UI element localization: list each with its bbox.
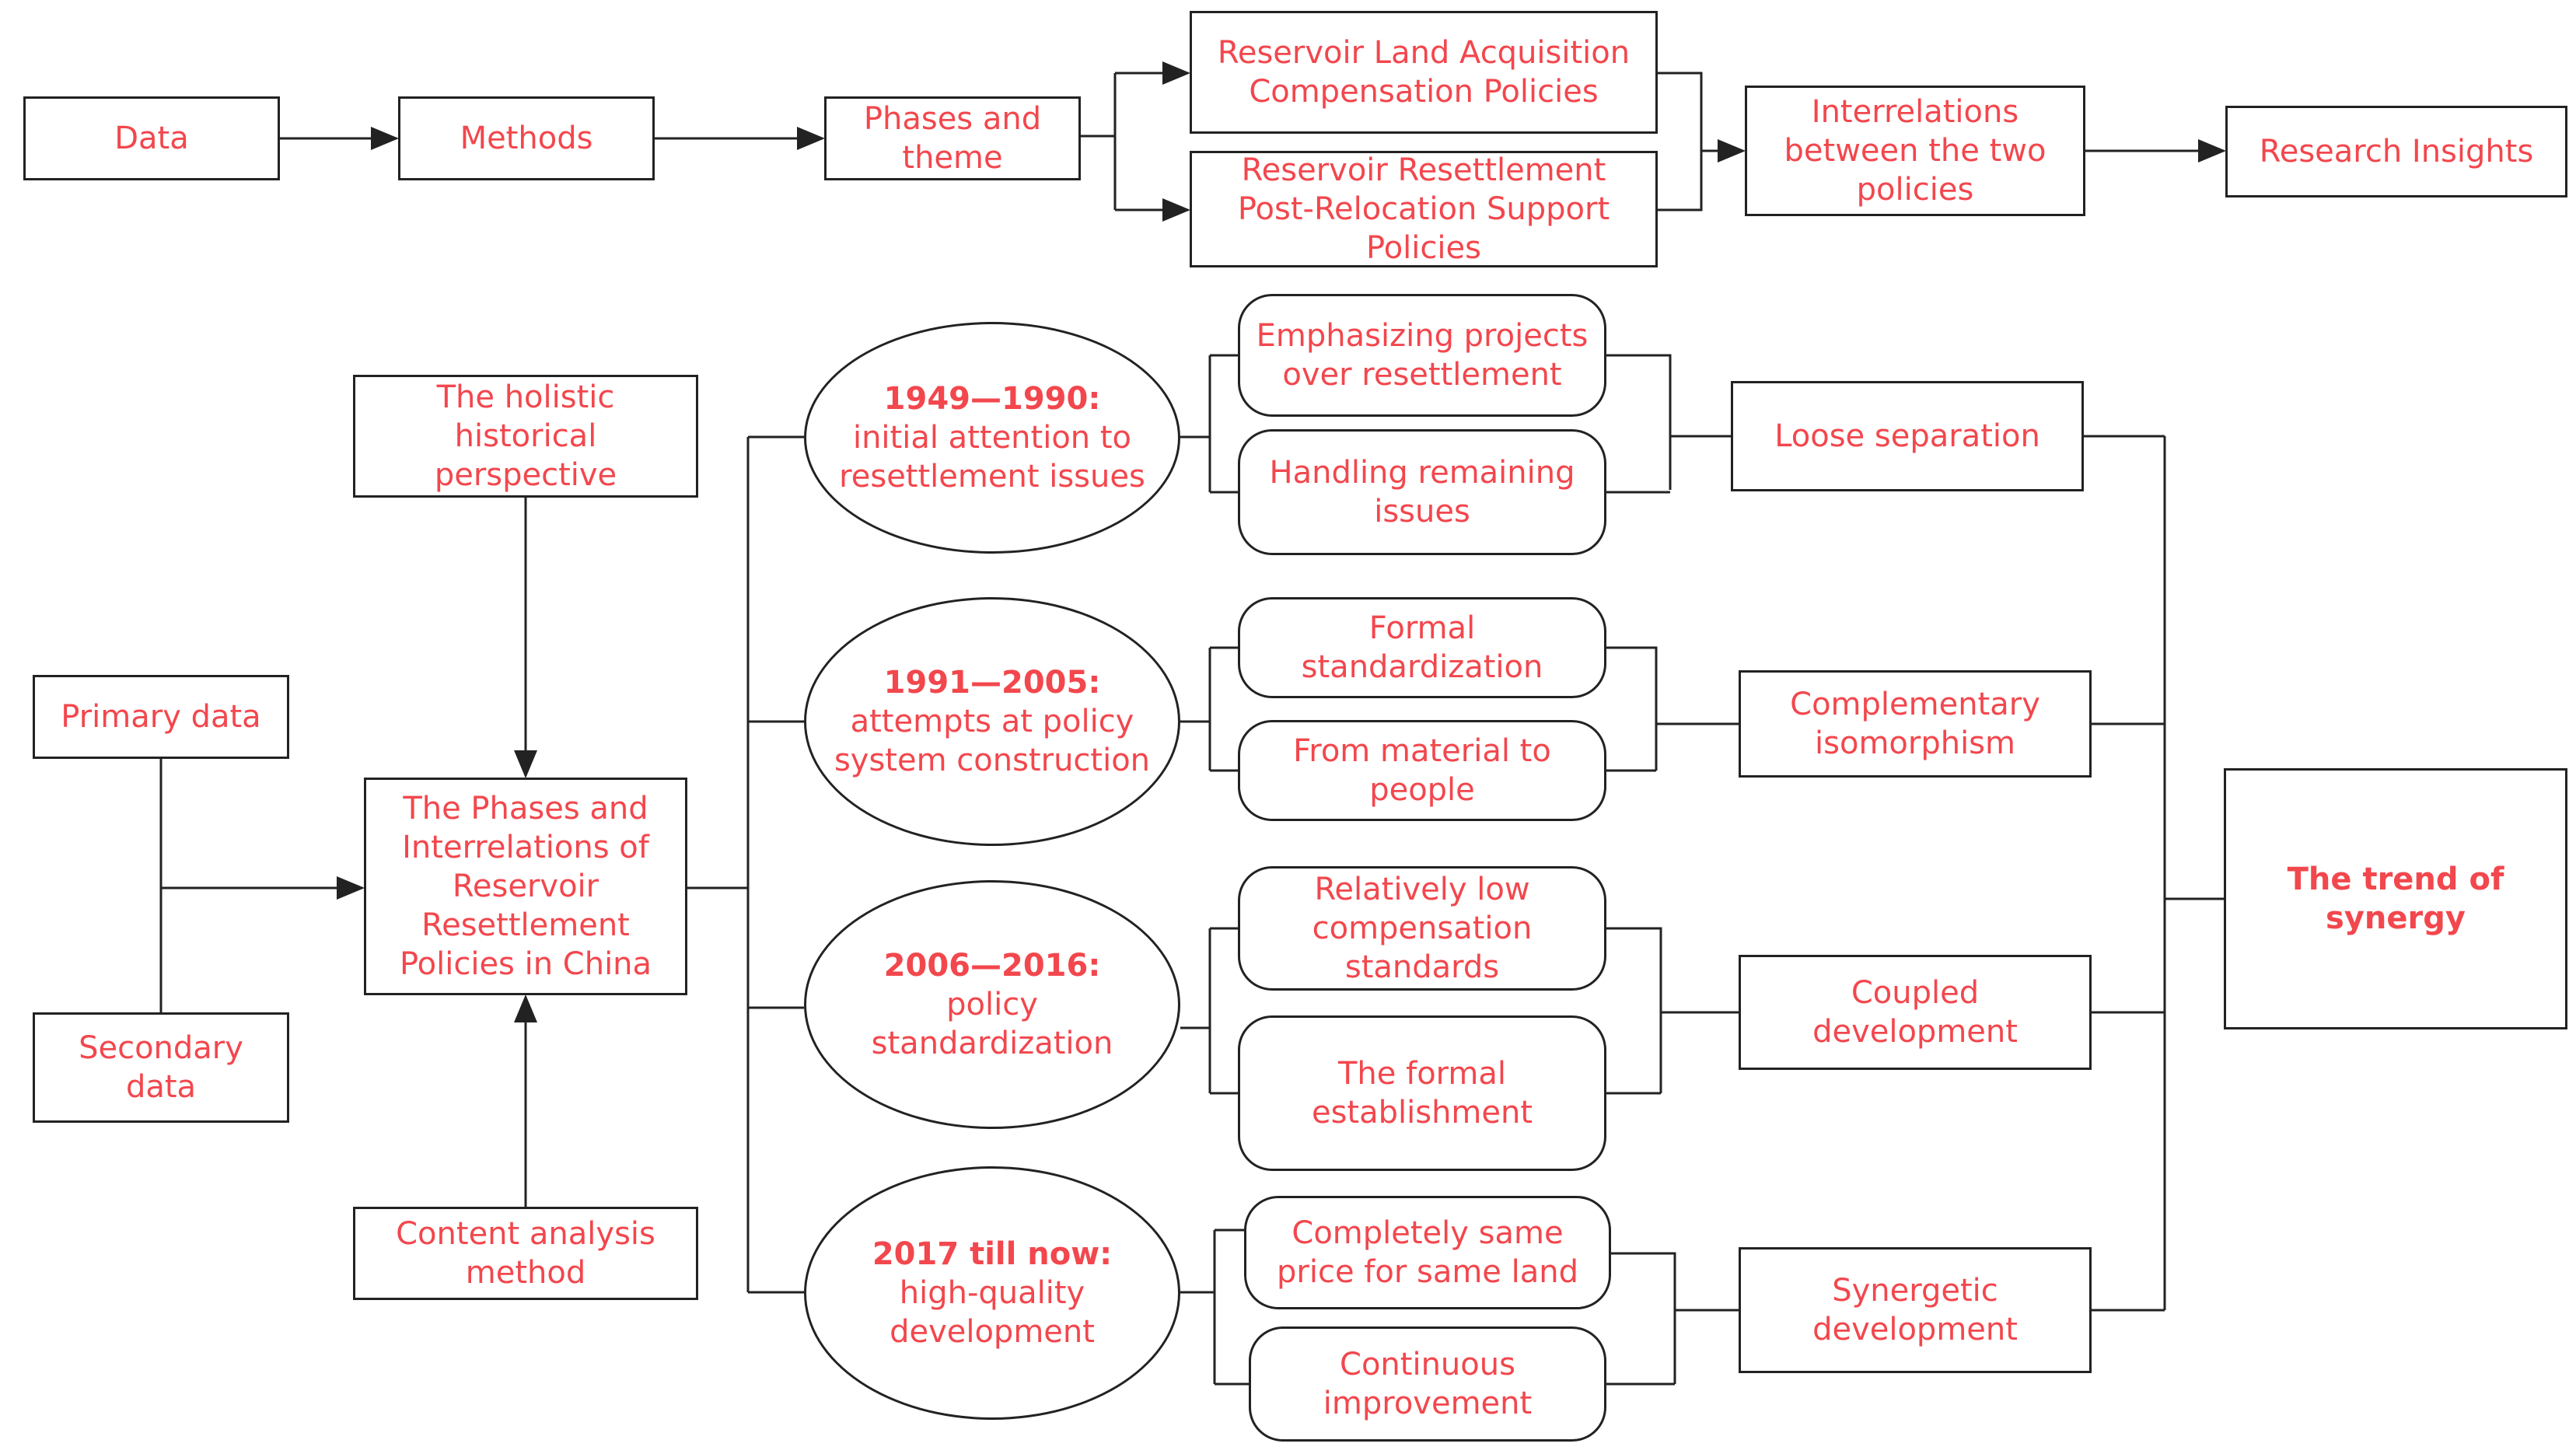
node-support-policy: Reservoir Resettlement Post-Relocation S…	[1190, 151, 1658, 267]
node-data: Data	[23, 96, 280, 180]
relation-loose-separation: Loose separation	[1731, 381, 2084, 491]
node-land-policy: Reservoir Land Acquisition Compensation …	[1190, 11, 1658, 134]
edge-support-out	[1658, 151, 1703, 211]
node-interrelations: Interrelations between the two policies	[1745, 86, 2085, 216]
relation-complementary-isomorphism: Complementary isomorphism	[1739, 670, 2092, 778]
edge-r2-f1	[1606, 646, 1658, 771]
edge-r1-f1	[1606, 354, 1672, 490]
node-primary-data: Primary data	[33, 675, 289, 759]
node-methods: Methods	[398, 96, 655, 180]
feature-material-to-people: From material to people	[1238, 720, 1606, 821]
feature-projects-over-resettlement: Emphasizing projects over resettlement	[1238, 294, 1606, 417]
feature-low-compensation: Relatively low compensation standards	[1238, 866, 1606, 991]
phase-ellipse-2006-2016: 2006—2016: policy standardization	[804, 880, 1180, 1129]
node-phases-theme: Phases and theme	[824, 96, 1081, 180]
edge-r3-f1	[1606, 927, 1662, 1093]
edge-land-out	[1658, 72, 1703, 151]
edge-r4-f1	[1611, 1252, 1676, 1384]
phase-ellipse-1991-2005: 1991—2005: attempts at policy system con…	[804, 597, 1180, 846]
relation-synergetic-development: Synergetic development	[1739, 1247, 2092, 1373]
node-center-topic: The Phases and Interrelations of Reservo…	[364, 778, 687, 995]
feature-formal-standardization: Formal standardization	[1238, 597, 1606, 698]
relation-coupled-development: Coupled development	[1739, 955, 2092, 1070]
phase-ellipse-1949-1990: 1949—1990: initial attention to resettle…	[804, 322, 1180, 554]
node-trend-of-synergy: The trend of synergy	[2224, 768, 2567, 1029]
node-historical-perspective: The holistic historical perspective	[353, 375, 698, 498]
node-research-insights: Research Insights	[2225, 106, 2567, 197]
phase-ellipse-2017-now: 2017 till now: high-quality development	[804, 1166, 1180, 1420]
feature-remaining-issues: Handling remaining issues	[1238, 429, 1606, 555]
feature-continuous-improvement: Continuous improvement	[1249, 1326, 1606, 1442]
node-content-analysis: Content analysis method	[353, 1207, 698, 1300]
node-secondary-data: Secondary data	[33, 1012, 289, 1123]
feature-formal-establishment: The formal establishment	[1238, 1015, 1606, 1171]
feature-same-price-same-land: Completely same price for same land	[1244, 1196, 1611, 1309]
